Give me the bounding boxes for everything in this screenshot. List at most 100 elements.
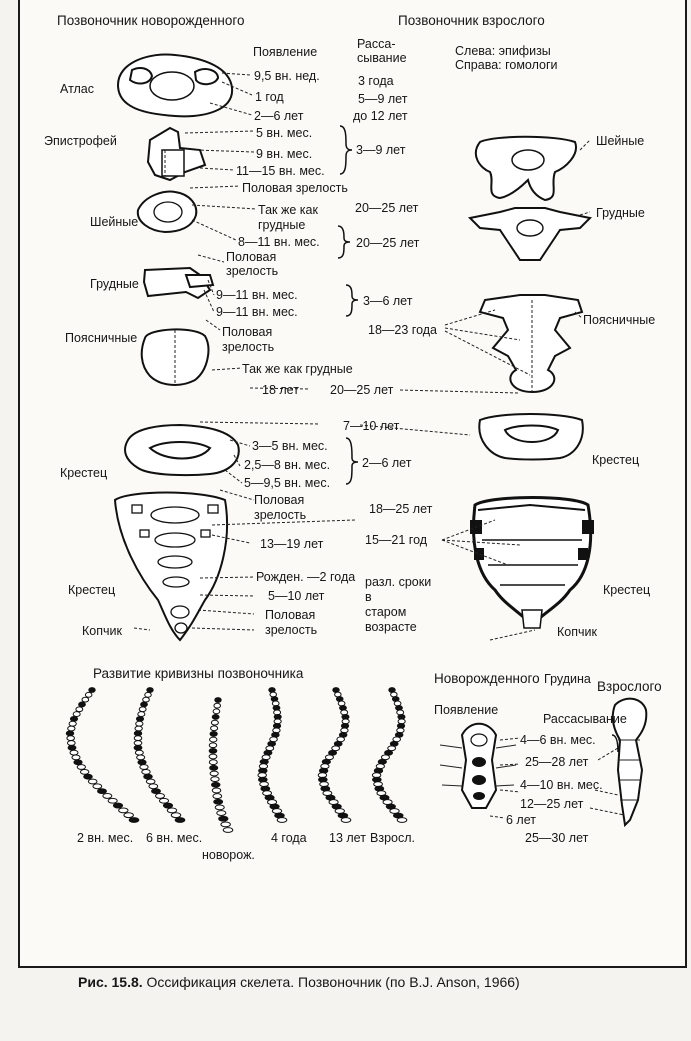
- sternum-resorb-2: 12—25 лет: [520, 797, 584, 811]
- label-sacrum-right: Крестец: [592, 453, 640, 467]
- vertebra-mark: [136, 754, 146, 761]
- resorb-15d: возрасте: [365, 620, 417, 634]
- curve-label-2: 6 вн. мес.: [146, 831, 203, 845]
- appear-lumbar-1a: Половая: [222, 325, 273, 339]
- appear-coccyx-3b: зрелость: [265, 623, 318, 637]
- curve-label-3: новорож.: [202, 848, 255, 862]
- vertebra-mark: [69, 715, 79, 722]
- vertebra-mark: [142, 696, 150, 703]
- lumbar-vertebra-newborn: [140, 328, 210, 386]
- vertebra-mark: [112, 802, 124, 809]
- curve-label-1: 2 вн. мес.: [77, 831, 134, 845]
- vertebra-mark: [208, 753, 218, 760]
- sternum-appearance-header: Появление: [434, 703, 499, 717]
- resorb-5: 20—25 лет: [355, 201, 419, 215]
- vertebra-mark: [166, 807, 178, 814]
- sternum-resorption-header: Рассасывание: [543, 712, 627, 726]
- caption-text: Оссификация скелета. Позвоночник (по B.J…: [146, 974, 520, 990]
- appear-sacrum-1: 3—5 вн. мес.: [252, 439, 328, 453]
- resorb-15a: разл. сроки: [365, 575, 432, 589]
- curve-13-years: [317, 687, 352, 823]
- curve-label-6: Взросл.: [370, 831, 415, 845]
- adult-spine-title: Позвоночник взрослого: [398, 13, 545, 28]
- resorption-header-1: Расса-: [357, 37, 396, 51]
- appear-thoracic-1b: зрелость: [226, 264, 279, 278]
- appear-lumbar-1b: зрелость: [222, 340, 275, 354]
- curve-adult: [371, 687, 408, 823]
- label-cervical-left: Шейные: [90, 215, 139, 229]
- appear-thoracic-3: 9—11 вн. мес.: [216, 305, 298, 319]
- appear-sacrum-5: 13—19 лет: [260, 537, 324, 551]
- vertebra-mark: [139, 764, 149, 770]
- vertebra-mark: [212, 793, 223, 799]
- vertebra-mark: [396, 817, 408, 823]
- figure-caption: Рис. 15.8. Оссификация скелета. Позвоноч…: [78, 974, 520, 990]
- sternum-appear-2: 4—10 вн. мес.: [520, 778, 603, 792]
- vertebra-mark: [162, 802, 174, 809]
- vertebra-mark: [67, 744, 77, 751]
- vertebra-mark: [209, 770, 219, 777]
- appear-atlas-1: 9,5 вн. нед.: [254, 69, 320, 83]
- vertebra-mark: [210, 781, 221, 788]
- curve-2-months: [65, 687, 140, 823]
- vertebra-mark: [137, 759, 147, 766]
- newborn-spine-title: Позвоночник новорожденного: [57, 13, 245, 28]
- vertebra-mark: [102, 793, 113, 799]
- vertebra-mark: [67, 725, 76, 732]
- vertebra-mark: [138, 706, 147, 713]
- axis-vertebra: [146, 126, 207, 182]
- vertebra-mark: [78, 701, 86, 708]
- vertebra-mark: [97, 788, 107, 795]
- curve-newborn: [208, 697, 234, 833]
- thoracic-vertebra-newborn: [142, 266, 215, 300]
- label-atlas: Атлас: [60, 82, 95, 96]
- vertebra-mark: [92, 783, 103, 790]
- resorption-header-2: сывание: [357, 51, 407, 65]
- appear-coccyx-2: 5—10 лет: [268, 589, 325, 603]
- vertebra-mark: [209, 736, 218, 743]
- resorb-3: до 12 лет: [353, 109, 408, 123]
- appear-cervical-1b: грудные: [258, 218, 306, 232]
- curve-label-5: 13 лет: [329, 831, 366, 845]
- sternum-resorb-1: 25—28 лет: [525, 755, 589, 769]
- vertebra-mark: [209, 731, 218, 737]
- resorb-11: 7—10 лет: [343, 419, 400, 433]
- resorb-9: 18 лет: [262, 383, 299, 397]
- appear-cervical-2: 8—11 вн. мес.: [238, 235, 320, 249]
- resorb-13: 18—25 лет: [369, 502, 433, 516]
- sacrum-vertebra-newborn: [124, 423, 240, 477]
- curvature-title: Развитие кривизны позвоночника: [93, 666, 304, 681]
- vertebra-mark: [134, 725, 143, 732]
- vertebra-mark: [79, 768, 90, 775]
- vertebra-mark: [208, 742, 218, 749]
- vertebra-mark: [212, 708, 221, 715]
- vertebra-mark: [107, 797, 118, 804]
- label-sternum: Грудина: [544, 672, 591, 686]
- resorb-15c: старом: [365, 605, 407, 619]
- lumbar-vertebra-adult: [478, 294, 584, 394]
- vertebra-mark: [210, 776, 220, 783]
- label-cervical-right: Шейные: [596, 134, 645, 148]
- resorb-10: 20—25 лет: [330, 383, 394, 397]
- appear-sacrum-4b: зрелость: [254, 508, 307, 522]
- vertebra-mark: [213, 702, 221, 709]
- vertebra-mark: [72, 711, 81, 717]
- sacrum-coccyx-adult: [470, 496, 594, 629]
- label-lumbar-right: Поясничные: [583, 313, 656, 327]
- vertebra-mark: [170, 812, 182, 819]
- vertebra-mark: [144, 691, 152, 698]
- vertebra-mark: [68, 720, 77, 727]
- vertebra-mark: [66, 740, 76, 746]
- vertebra-mark: [133, 744, 143, 751]
- vertebra-mark: [118, 807, 129, 814]
- resorb-4: 3—9 лет: [356, 143, 406, 157]
- appear-sacrum-2: 2,5—8 вн. мес.: [244, 458, 331, 472]
- sternum-adult-title: Взрослого: [597, 679, 662, 694]
- vertebra-mark: [134, 749, 144, 756]
- vertebra-mark: [276, 817, 288, 823]
- vertebra-mark: [211, 787, 222, 794]
- vertebra-mark: [154, 793, 166, 799]
- vertebra-mark: [88, 687, 96, 693]
